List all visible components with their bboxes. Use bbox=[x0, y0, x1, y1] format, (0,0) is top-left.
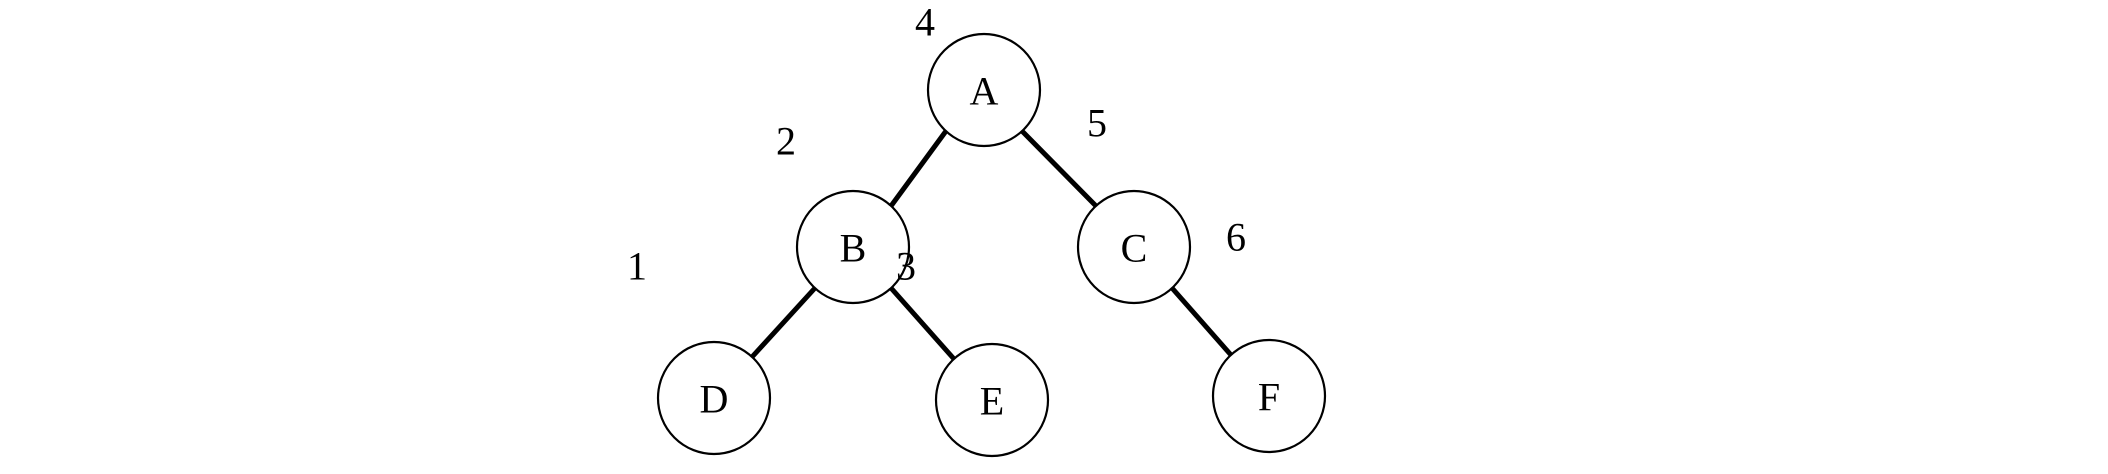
node-weight-d: 1 bbox=[627, 244, 647, 289]
node-circle-b[interactable] bbox=[795, 189, 911, 305]
tree-node-b[interactable]: B bbox=[795, 189, 911, 305]
node-weight-c: 5 bbox=[1087, 101, 1107, 146]
tree-node-c[interactable]: C bbox=[1076, 189, 1192, 305]
node-label-b: B bbox=[840, 226, 867, 271]
tree-edge-b-e bbox=[889, 286, 956, 361]
tree-edge-a-c bbox=[1020, 129, 1098, 208]
tree-node-d[interactable]: D bbox=[656, 340, 772, 456]
node-circle-c[interactable] bbox=[1076, 189, 1192, 305]
tree-edge-c-f bbox=[1170, 286, 1233, 357]
node-weight-a: 4 bbox=[915, 0, 935, 45]
nodes-group: A B C D E F bbox=[656, 32, 1327, 458]
node-circle-a[interactable] bbox=[926, 32, 1042, 148]
node-circle-d[interactable] bbox=[656, 340, 772, 456]
node-weight-b: 2 bbox=[776, 119, 796, 164]
tree-node-e[interactable]: E bbox=[934, 342, 1050, 458]
node-label-a: A bbox=[970, 69, 999, 114]
node-label-d: D bbox=[700, 377, 729, 422]
tree-edge-b-d bbox=[750, 286, 817, 359]
node-weight-e: 3 bbox=[896, 244, 916, 289]
node-weight-f: 6 bbox=[1226, 215, 1246, 260]
tree-edge-a-b bbox=[888, 129, 949, 208]
node-label-c: C bbox=[1121, 226, 1148, 271]
node-circle-f[interactable] bbox=[1211, 338, 1327, 454]
node-label-f: F bbox=[1258, 375, 1280, 420]
weights-group: 4 2 5 1 3 6 bbox=[627, 0, 1246, 289]
node-label-e: E bbox=[980, 379, 1004, 424]
tree-node-a[interactable]: A bbox=[926, 32, 1042, 148]
tree-node-f[interactable]: F bbox=[1211, 338, 1327, 454]
edges-group bbox=[750, 129, 1233, 361]
node-circle-e[interactable] bbox=[934, 342, 1050, 458]
